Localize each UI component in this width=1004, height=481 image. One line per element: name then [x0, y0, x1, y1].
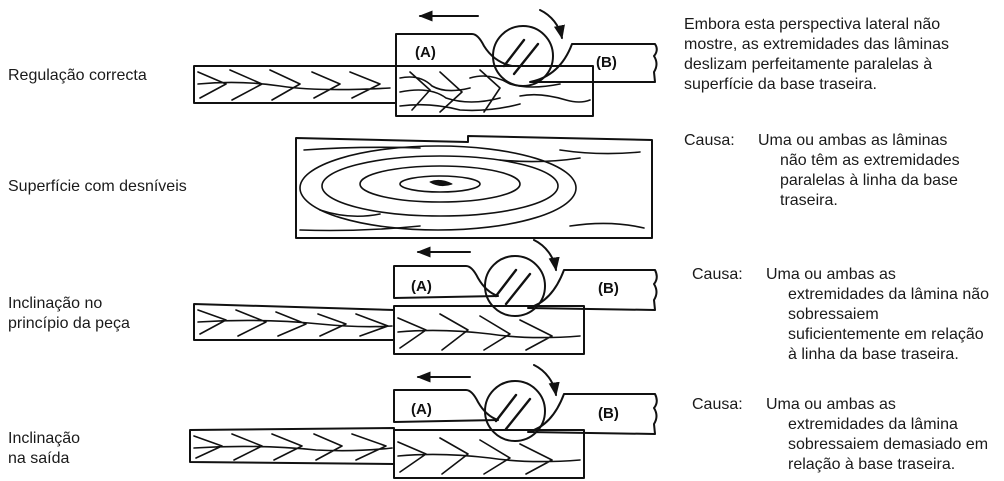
cause-keyword: Causa: [692, 266, 743, 283]
cause-keyword: Causa: [692, 396, 743, 413]
description-correct: Embora esta perspectiva lateral não most… [684, 16, 949, 93]
table-label-a: (A) [415, 44, 436, 61]
rotation-arrow [533, 364, 560, 397]
workpiece [189, 427, 395, 465]
blade [494, 268, 518, 298]
uneven-board [295, 135, 653, 239]
table-front [393, 389, 499, 423]
table-front [393, 265, 499, 299]
table-rear [527, 393, 658, 435]
cutterhead [484, 255, 546, 317]
workpiece [193, 65, 397, 104]
diagram-uneven-board [295, 135, 653, 239]
blade [504, 272, 532, 306]
table-rear [527, 269, 658, 311]
blade [502, 38, 526, 68]
table-label-b: (B) [596, 54, 617, 71]
rotation-arrow [539, 9, 565, 40]
blade [512, 42, 540, 76]
diagram-snipe-start: (A) (B) [193, 239, 658, 355]
cause-uneven-surface: Causa: Uma ou ambas as lâminas não têm a… [684, 132, 960, 209]
table-label-a: (A) [411, 401, 432, 418]
label-correct-adjustment: Regulação correcta [8, 67, 147, 84]
cause-keyword: Causa: [684, 132, 735, 149]
label-snipe-at-start: Inclinação no princípio da peça [8, 295, 130, 332]
table-label-b: (B) [598, 280, 619, 297]
diagram-snipe-end: (A) (B) [189, 364, 658, 479]
table-label-a: (A) [411, 278, 432, 295]
label-uneven-surface: Superfície com desníveis [8, 178, 187, 195]
diagram-correct: (A) (B) [193, 9, 658, 117]
blade [504, 397, 532, 431]
label-snipe-at-end: Inclinação na saída [8, 430, 81, 467]
blade [494, 393, 518, 423]
cause-snipe-start: Causa: Uma ou ambas as extremidades da l… [692, 266, 990, 363]
rotation-arrow [533, 239, 560, 272]
workpiece [193, 303, 395, 341]
cause-snipe-end: Causa: Uma ou ambas as extremidades da l… [692, 396, 989, 473]
table-label-b: (B) [598, 405, 619, 422]
